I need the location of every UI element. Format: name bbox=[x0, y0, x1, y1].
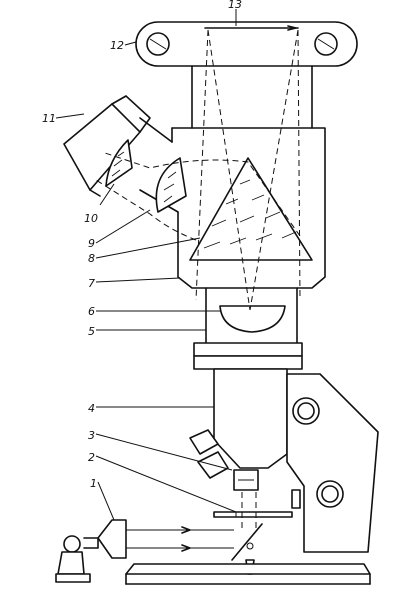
label-9: 9 bbox=[88, 237, 95, 250]
microscope-limb bbox=[286, 373, 379, 553]
label-5: 5 bbox=[88, 325, 95, 338]
label-1: 1 bbox=[90, 477, 97, 490]
label-6: 6 bbox=[88, 305, 95, 318]
label-2: 2 bbox=[88, 451, 95, 464]
label-4: 4 bbox=[88, 402, 95, 415]
upper-tube bbox=[191, 65, 313, 129]
relay-lens bbox=[155, 157, 187, 213]
illumination-beams bbox=[126, 526, 234, 552]
label-3: 3 bbox=[88, 429, 95, 442]
prism-housing bbox=[171, 127, 326, 289]
label-13: 13 bbox=[228, 0, 242, 11]
label-8: 8 bbox=[88, 252, 95, 265]
optical-ray-paths bbox=[95, 29, 301, 528]
label-10: 10 bbox=[84, 212, 98, 225]
top-roller-unit bbox=[135, 21, 358, 67]
label-12: 12 bbox=[110, 39, 124, 52]
stage-plate bbox=[213, 511, 293, 518]
label-7: 7 bbox=[88, 277, 95, 290]
prism bbox=[189, 157, 313, 261]
collar bbox=[193, 342, 303, 370]
illuminator bbox=[57, 519, 127, 575]
lower-housing bbox=[205, 287, 298, 344]
label-11: 11 bbox=[42, 112, 56, 125]
top-mirror bbox=[204, 25, 299, 31]
field-lens bbox=[219, 305, 286, 333]
leader-lines bbox=[55, 9, 237, 521]
microscope-body bbox=[213, 368, 288, 469]
part-labels: 1 2 3 4 5 6 7 8 9 10 11 12 13 bbox=[42, 0, 242, 490]
objective-nosepiece bbox=[189, 429, 259, 491]
base bbox=[55, 563, 371, 585]
